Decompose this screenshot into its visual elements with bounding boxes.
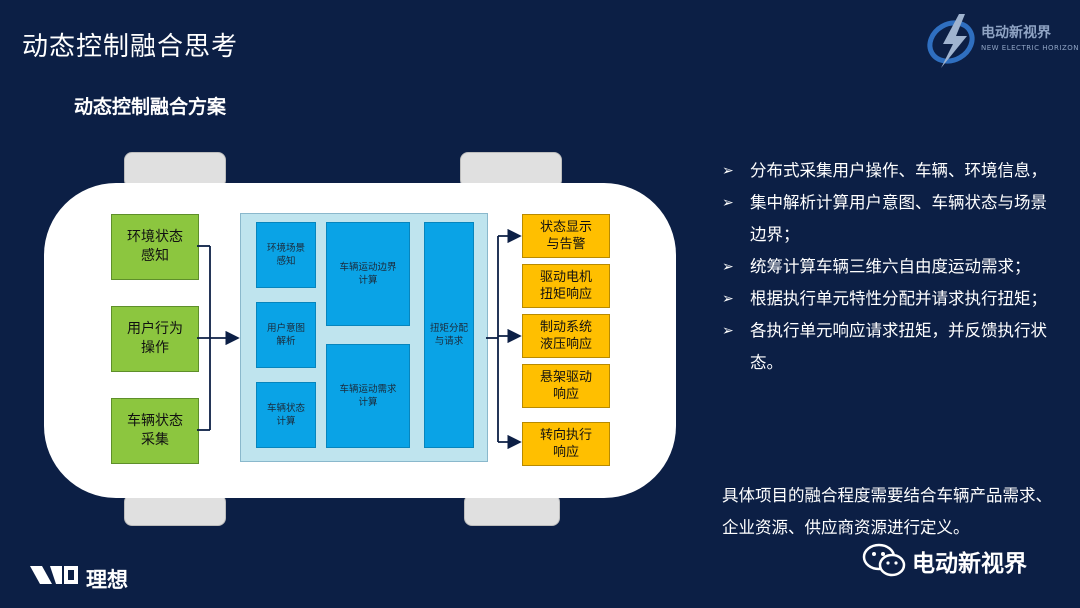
lightning-globe-icon	[927, 14, 975, 68]
bullet-item: ➢根据执行单元特性分配并请求执行扭矩；	[722, 283, 1052, 315]
arrow-bullet-icon: ➢	[722, 323, 734, 339]
brand-logo: 电动新视界 NEW ELECTRIC HORIZON	[923, 10, 1079, 70]
summary-note: 具体项目的融合程度需要结合车辆产品需求、企业资源、供应商资源进行定义。	[722, 486, 1052, 537]
user-intent-parsing: 用户意图 解析	[256, 302, 316, 368]
output-suspension: 悬架驱动 响应	[522, 364, 610, 408]
diagram-subtitle: 动态控制融合方案	[74, 96, 227, 118]
input-environment-sensing: 环境状态 感知	[111, 214, 199, 280]
input-user-operation: 用户行为 操作	[111, 306, 199, 372]
page-title: 动态控制融合思考	[22, 32, 239, 62]
torque-allocation-request: 扭矩分配 与请求	[424, 222, 474, 448]
arrow-bullet-icon: ➢	[722, 163, 734, 179]
li-auto-logo: 理想	[28, 562, 148, 592]
wechat-watermark: 电动新视界	[862, 540, 1062, 580]
bullet-item: ➢统筹计算车辆三维六自由度运动需求；	[722, 251, 1052, 283]
motion-boundary-compute: 车辆运动边界 计算	[326, 222, 410, 326]
arrow-bullet-icon: ➢	[722, 259, 734, 275]
brand-name-cn: 电动新视界	[981, 25, 1051, 41]
input-vehicle-state: 车辆状态 采集	[111, 398, 199, 464]
logo-text: 理想	[86, 568, 128, 592]
wheel-front-left	[124, 152, 226, 188]
output-status-display: 状态显示 与告警	[522, 214, 610, 258]
arrow-bullet-icon: ➢	[722, 195, 734, 211]
bullet-item: ➢集中解析计算用户意图、车辆状态与场景边界；	[722, 187, 1052, 251]
env-scene-perception: 环境场景 感知	[256, 222, 316, 288]
wechat-account-name: 电动新视界	[912, 551, 1027, 577]
brand-name-en: NEW ELECTRIC HORIZON	[981, 44, 1079, 52]
wechat-icon	[862, 543, 906, 577]
output-steering: 转向执行 响应	[522, 422, 610, 466]
output-motor-torque: 驱动电机 扭矩响应	[522, 264, 610, 308]
output-brake-hydraulic: 制动系统 液压响应	[522, 314, 610, 358]
motion-demand-compute: 车辆运动需求 计算	[326, 344, 410, 448]
arrow-bullet-icon: ➢	[722, 291, 734, 307]
bullet-item: ➢各执行单元响应请求扭矩，并反馈执行状态。	[722, 315, 1052, 379]
li-auto-logo-icon	[30, 566, 78, 584]
bullet-list: ➢分布式采集用户操作、车辆、环境信息， ➢集中解析计算用户意图、车辆状态与场景边…	[722, 155, 1052, 379]
bullet-item: ➢分布式采集用户操作、车辆、环境信息，	[722, 155, 1052, 187]
vehicle-state-compute: 车辆状态 计算	[256, 382, 316, 448]
